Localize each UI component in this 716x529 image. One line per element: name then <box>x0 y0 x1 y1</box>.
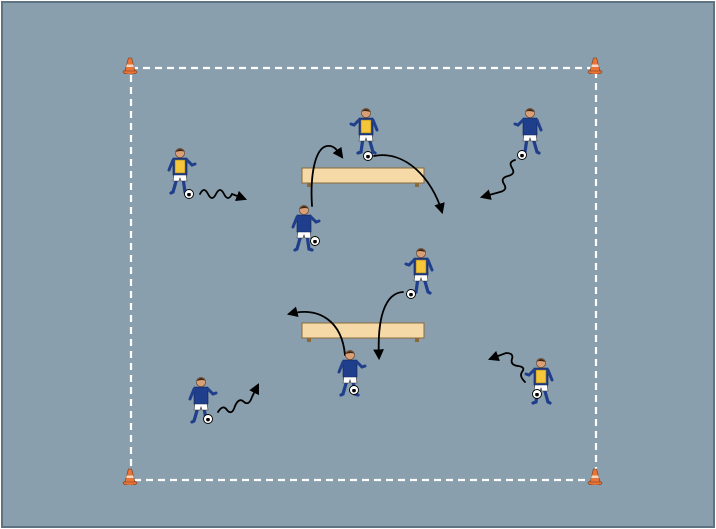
ball-icon <box>204 415 213 424</box>
ball-icon <box>364 152 373 161</box>
ball-icon <box>518 151 527 160</box>
ball-icon <box>533 390 542 399</box>
ball-icon <box>407 290 416 299</box>
ball-icon <box>185 190 194 199</box>
ball-icon <box>350 386 359 395</box>
ball-icon <box>311 237 320 246</box>
